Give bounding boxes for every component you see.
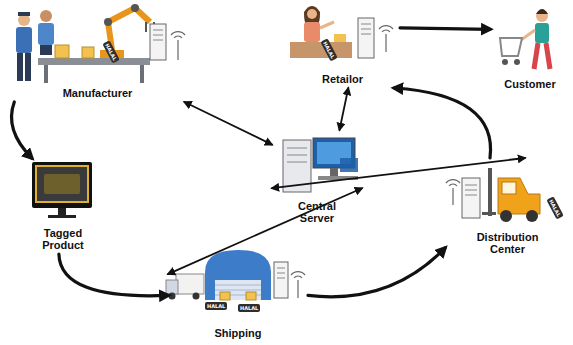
node-label: Tagged Product — [33, 227, 93, 251]
flow-arrow — [400, 28, 490, 30]
sync-arrow — [168, 188, 362, 274]
node-label: Distribution Center — [468, 231, 548, 255]
tagged-product-node: Tagged Product — [22, 158, 104, 254]
flow-arrow — [12, 102, 32, 158]
halal-tag: HALAL — [205, 302, 227, 310]
retailer-node: Retailor — [285, 2, 400, 88]
node-label: Manufacturer — [63, 87, 133, 99]
node-label: Central Server — [287, 200, 347, 224]
halal-tag: HALAL — [102, 40, 120, 63]
sync-arrow — [184, 102, 272, 145]
halal-tag: HALAL — [546, 196, 564, 219]
shipping-node: Shipping — [168, 245, 308, 342]
flow-arrow — [59, 254, 168, 296]
customer-illustration — [500, 9, 550, 69]
shipping-illustration — [166, 250, 305, 300]
factory-illustration — [16, 4, 185, 83]
node-label: Shipping — [214, 327, 261, 339]
manufacturer-node: Manufacturer — [5, 2, 190, 102]
server-illustration — [283, 138, 358, 192]
sync-arrow — [340, 88, 349, 130]
customer-node: Customer — [490, 8, 570, 93]
distribution-illustration — [446, 168, 540, 222]
halal-tag: HALAL — [320, 38, 338, 61]
halal-tag: HALAL — [238, 304, 260, 312]
retailer-illustration — [290, 6, 393, 58]
sync-arrow — [272, 158, 525, 188]
server-node: Central Server — [272, 130, 362, 227]
tagged-product-illustration — [32, 162, 92, 218]
flow-arrow — [394, 88, 490, 158]
node-label: Retailor — [322, 73, 363, 85]
flow-arrow — [308, 248, 445, 297]
node-label: Customer — [504, 78, 555, 90]
